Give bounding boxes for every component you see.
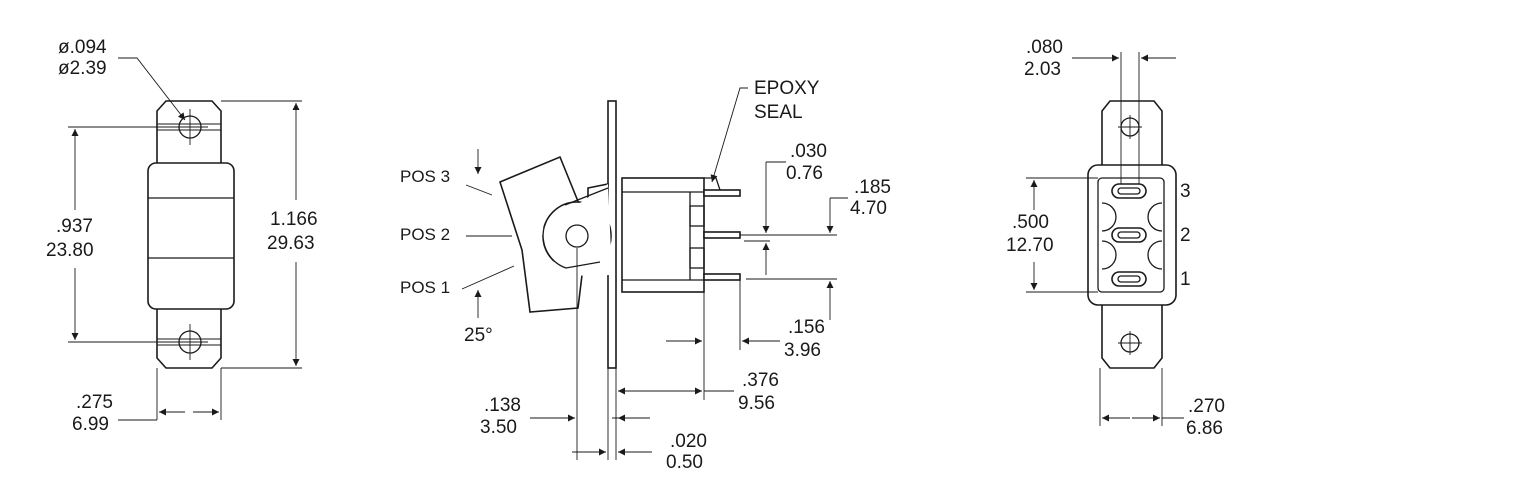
front-length-in: 1.166: [270, 209, 318, 230]
side-pivot-mm: 3.50: [480, 417, 517, 438]
side-flange-mm: 0.50: [666, 452, 703, 473]
rear-term2-label: 2: [1180, 225, 1191, 246]
rear-width-in: .270: [1188, 396, 1225, 417]
side-body-depth-in: .376: [742, 370, 779, 391]
rear-bottom-hole: [1118, 331, 1142, 355]
side-housing: [621, 177, 705, 293]
rear-term-width-mm: 2.03: [1024, 59, 1061, 80]
side-pos2-label: POS 2: [400, 225, 450, 244]
side-term-thick-in: .030: [790, 141, 827, 162]
front-view: ø.094 ø2.39 .937 23.80 1.166 29.63 .275 …: [46, 37, 318, 435]
front-switch-body: [147, 162, 235, 310]
side-epoxy-label-2: SEAL: [754, 102, 803, 123]
front-width-mm: 6.99: [72, 414, 109, 435]
front-width-in: .275: [76, 392, 113, 413]
side-term-pitch-in: .185: [854, 177, 891, 198]
side-terminals: [689, 189, 741, 281]
side-view: POS 3 POS 2 POS 1 25° EPOXY SEAL .030 0.…: [400, 78, 891, 473]
rear-terminal-2: [1111, 227, 1147, 243]
side-term-thick-mm: 0.76: [786, 163, 823, 184]
side-term-len-mm: 3.96: [784, 340, 821, 361]
rear-body-height-mm: 12.70: [1006, 235, 1054, 256]
rear-body-height-in: .500: [1012, 212, 1049, 233]
rear-terminal-3: [1111, 183, 1147, 199]
front-length-mm: 29.63: [267, 233, 315, 254]
side-pos1-label: POS 1: [400, 278, 450, 297]
side-body-depth-mm: 9.56: [738, 393, 775, 414]
front-hole-spacing-in: .937: [56, 216, 93, 237]
front-hole-dia-in: ø.094: [58, 37, 107, 58]
rear-terminal-1: [1111, 271, 1147, 287]
side-pivot-in: .138: [484, 395, 521, 416]
side-pos3-label: POS 3: [400, 167, 450, 186]
rear-term3-label: 3: [1180, 181, 1191, 202]
side-term-pitch-mm: 4.70: [850, 198, 887, 219]
rear-view: 3 2 1 .080 2.03 .500 12.70: [1006, 37, 1225, 439]
front-hole-dia-mm: ø2.39: [58, 58, 107, 79]
rear-width-mm: 6.86: [1186, 418, 1223, 439]
rear-term1-label: 1: [1180, 269, 1191, 290]
front-hole-spacing-mm: 23.80: [46, 240, 94, 261]
side-epoxy-label-1: EPOXY: [754, 78, 820, 99]
rear-term-width-in: .080: [1026, 37, 1063, 58]
side-term-len-in: .156: [788, 317, 825, 338]
side-flange-in: .020: [670, 431, 707, 452]
side-angle-label: 25°: [464, 325, 493, 346]
